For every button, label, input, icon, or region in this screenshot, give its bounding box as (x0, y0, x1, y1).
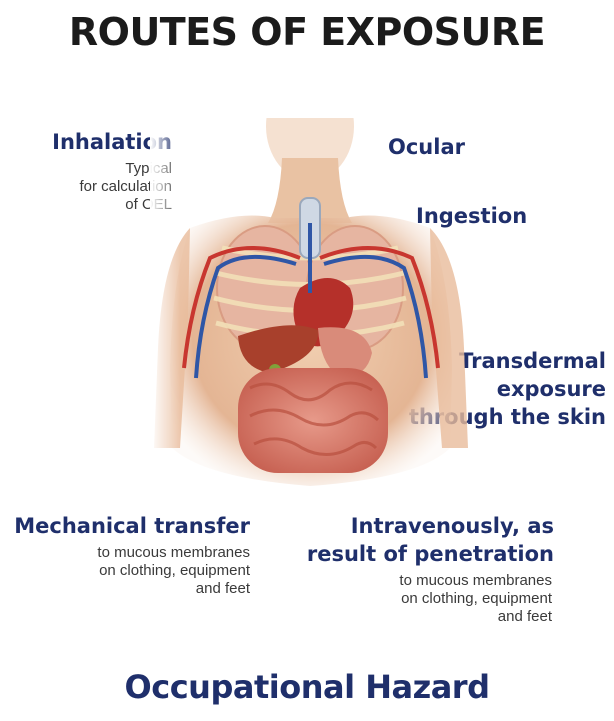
intravenous-label-line: Intravenously, as (292, 512, 554, 540)
human-torso-anatomy-illustration (150, 118, 470, 488)
intravenous-label: Intravenously, as result of penetration (292, 512, 554, 568)
footer-caption: Occupational Hazard (0, 668, 614, 706)
page-title: ROUTES OF EXPOSURE (0, 10, 614, 54)
intravenous-note-line: to mucous membranes (292, 572, 552, 590)
intravenous-note-line: on clothing, equipment (292, 590, 552, 608)
intravenous-note-line: and feet (292, 608, 552, 626)
edge-fade (150, 118, 180, 488)
intravenous-note: to mucous membranes on clothing, equipme… (292, 572, 552, 626)
mechanical-transfer-label: Mechanical transfer (8, 512, 250, 540)
mechanical-note-line: to mucous membranes (8, 544, 250, 562)
mechanical-transfer-note: to mucous membranes on clothing, equipme… (8, 544, 250, 598)
intravenous-label-line: result of penetration (292, 540, 554, 568)
mechanical-note-line: and feet (8, 580, 250, 598)
mechanical-note-line: on clothing, equipment (8, 562, 250, 580)
